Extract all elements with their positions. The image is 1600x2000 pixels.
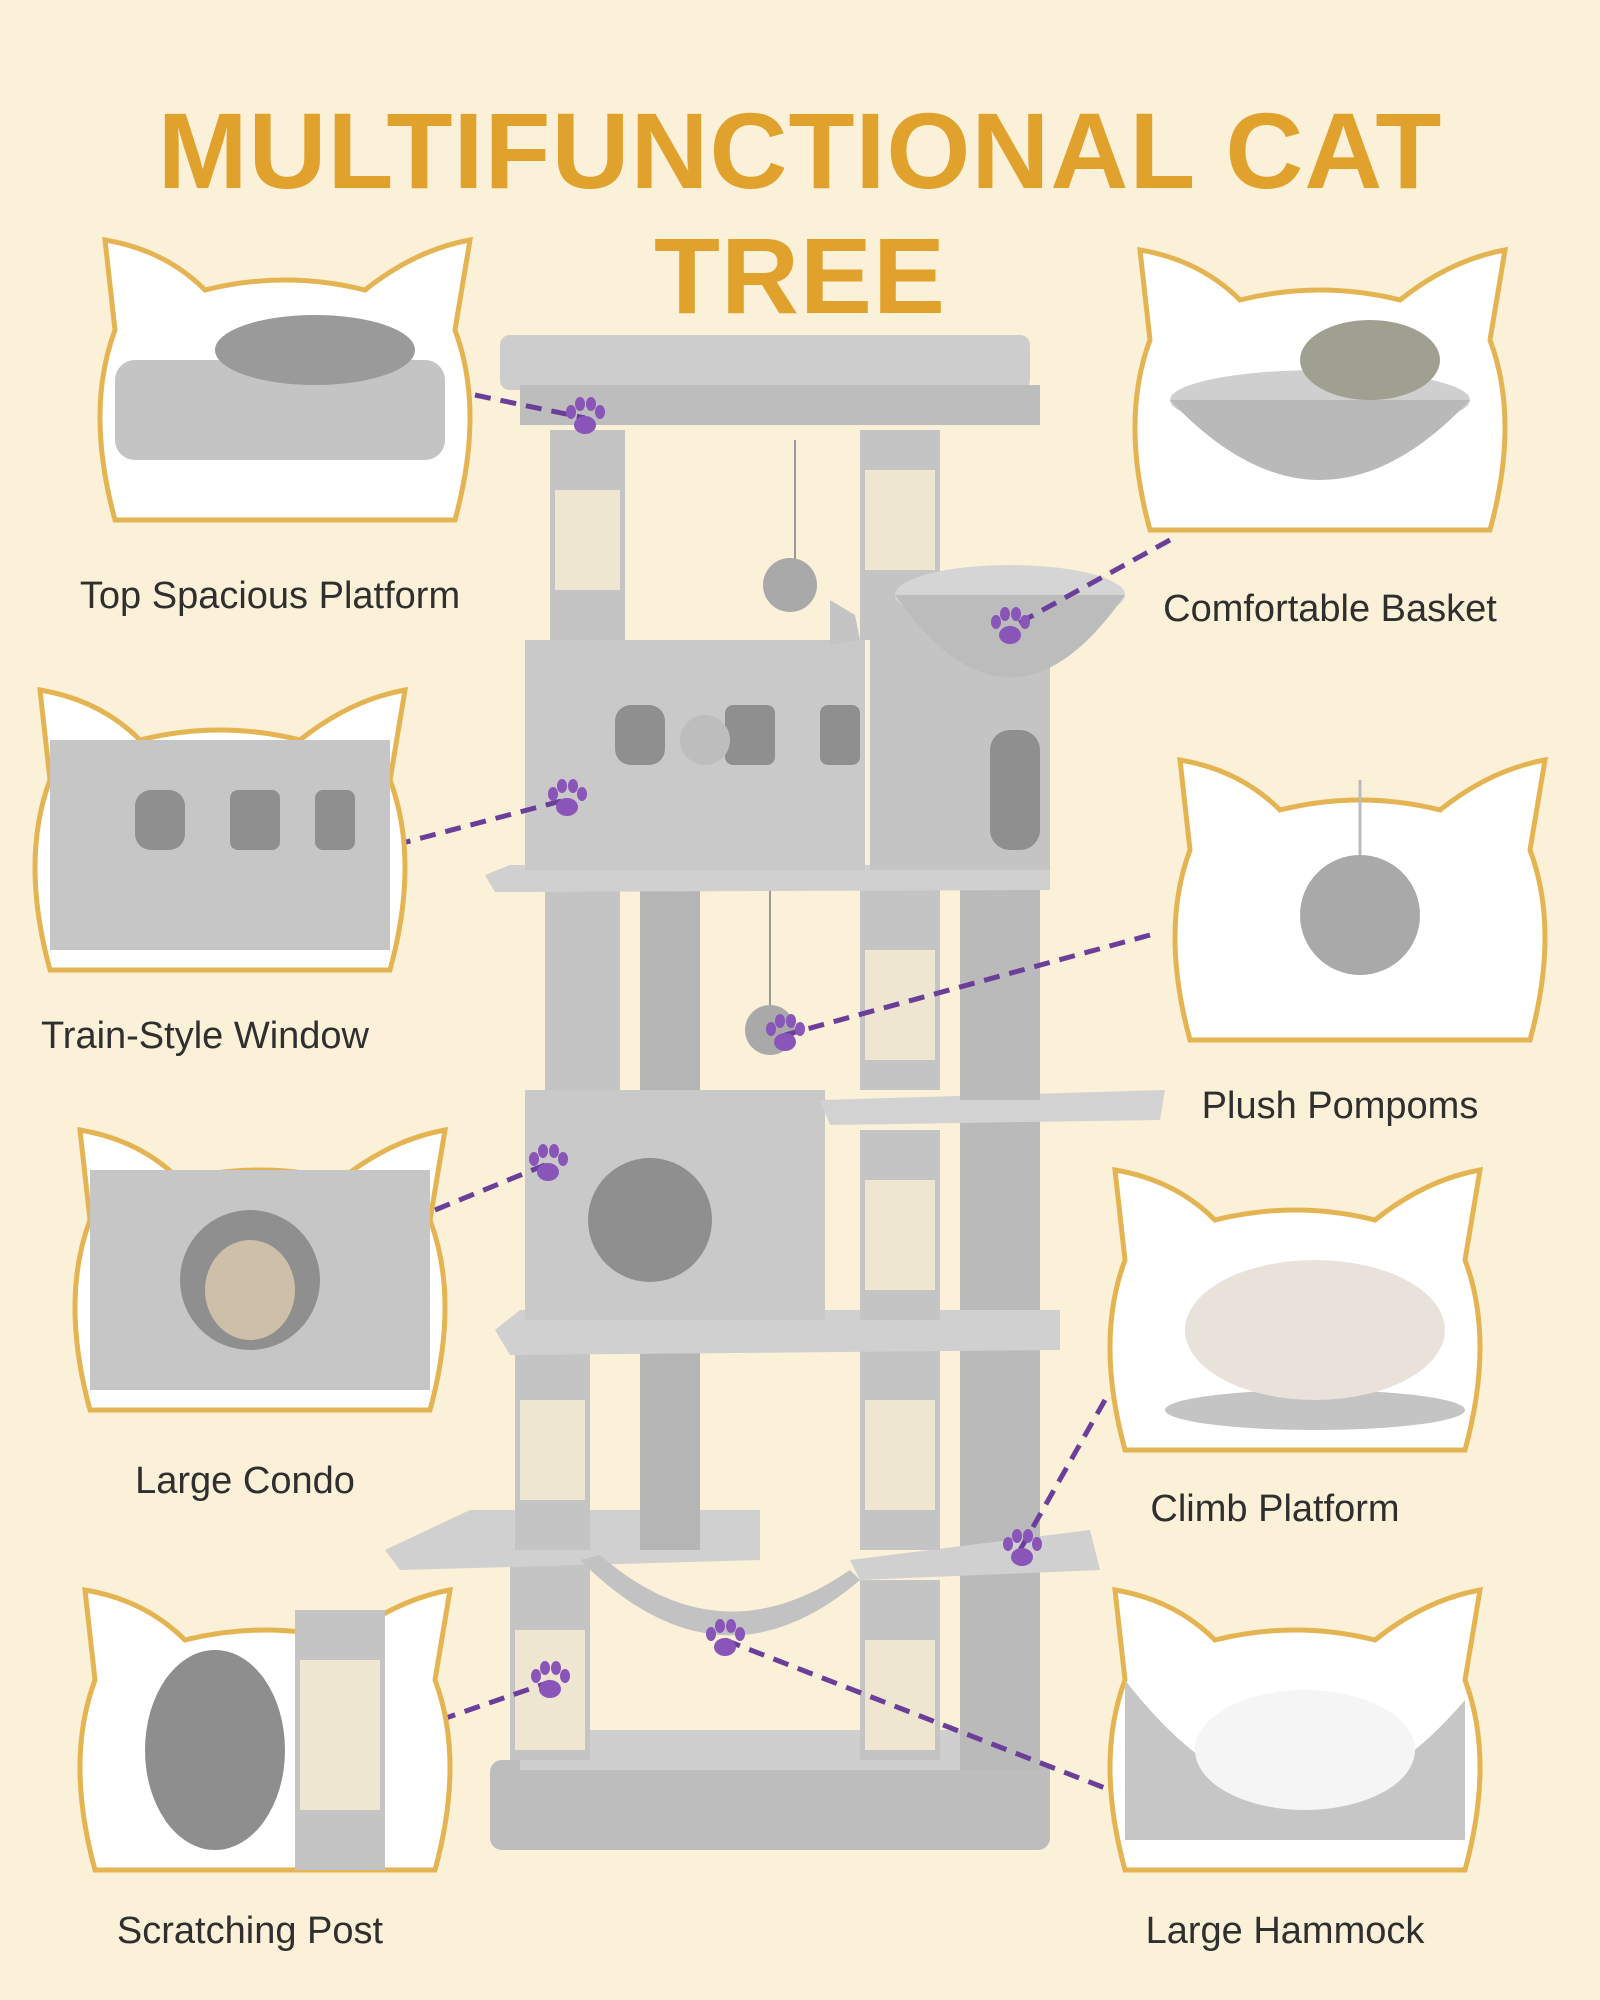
cat-head-frame [77,1586,454,1873]
cat-head-frame [1107,1586,1484,1873]
cat-head-frame [1172,756,1549,1043]
feature-label-hammock: Large Hammock [1145,1910,1425,1952]
feature-top-platform [85,230,485,530]
feature-hammock [1095,1580,1495,1880]
feature-label-train-window: Train-Style Window [40,1015,369,1057]
feature-label-scratching-post: Scratching Post [116,1910,384,1952]
cat-head-frame [32,686,409,973]
cat-head-frame [1132,246,1509,533]
feature-pompoms [1160,750,1560,1050]
cat-head-frame [1107,1166,1484,1453]
feature-basket [1120,240,1520,540]
feature-condo [60,1120,460,1420]
feature-train-window [20,680,420,980]
feature-label-pompoms: Plush Pompoms [1201,1085,1479,1127]
feature-label-condo: Large Condo [135,1460,355,1502]
cat-head-frame [72,1126,449,1413]
feature-label-climb-platform: Climb Platform [1150,1488,1400,1530]
page-title: MULTIFUNCTIONAL CAT TREE [157,90,1443,336]
feature-label-basket: Comfortable Basket [1163,588,1497,630]
cat-head-frame [97,236,474,523]
feature-scratching-post [65,1580,465,1880]
feature-climb-platform [1095,1160,1495,1460]
feature-label-top-platform: Top Spacious Platform [79,575,461,617]
